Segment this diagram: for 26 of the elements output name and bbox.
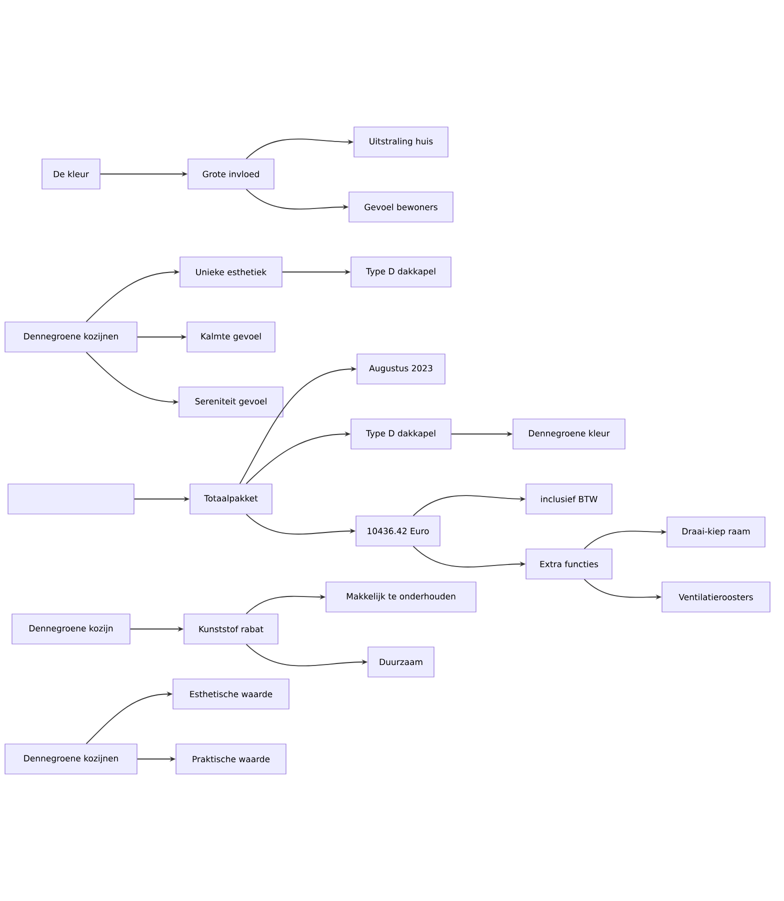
process-box: Draai-kiep raam xyxy=(666,516,766,548)
process-box: Augustus 2023 xyxy=(356,354,446,384)
process-box: Ventilatieroosters xyxy=(662,582,770,612)
process-box: Praktische waarde xyxy=(176,744,286,774)
process-box: Unieke esthetiek xyxy=(180,256,282,288)
process-box: Gevoel bewoners xyxy=(348,192,454,222)
process-box: Dennegroene kozijn xyxy=(12,614,130,644)
process-box: Totaalpakket xyxy=(190,484,272,514)
process-box: Kunststof rabat xyxy=(184,614,278,644)
process-box: Dennegroene kozijnen xyxy=(4,322,138,352)
process-box: Extra functies xyxy=(526,548,612,580)
empty-box xyxy=(8,484,134,514)
process-box: Dennegroene kleur xyxy=(512,418,626,450)
process-box: Uitstraling huis xyxy=(354,126,448,158)
process-box: 10436.42 Euro xyxy=(356,516,440,546)
process-box: Esthetische waarde xyxy=(172,678,290,710)
process-box: Makkelijk te onderhouden xyxy=(326,582,476,612)
process-box: Sereniteit gevoel xyxy=(178,386,284,418)
process-box: Grote invloed xyxy=(188,158,274,190)
process-box: inclusief BTW xyxy=(526,484,612,514)
process-box: Type D dakkapel xyxy=(350,256,452,288)
process-box: Dennegroene kozijnen xyxy=(4,744,138,774)
process-box: De kleur xyxy=(42,158,100,190)
process-box: Kalmte gevoel xyxy=(186,322,276,352)
process-box: Type D dakkapel xyxy=(350,418,452,450)
process-box: Duurzaam xyxy=(368,646,434,678)
